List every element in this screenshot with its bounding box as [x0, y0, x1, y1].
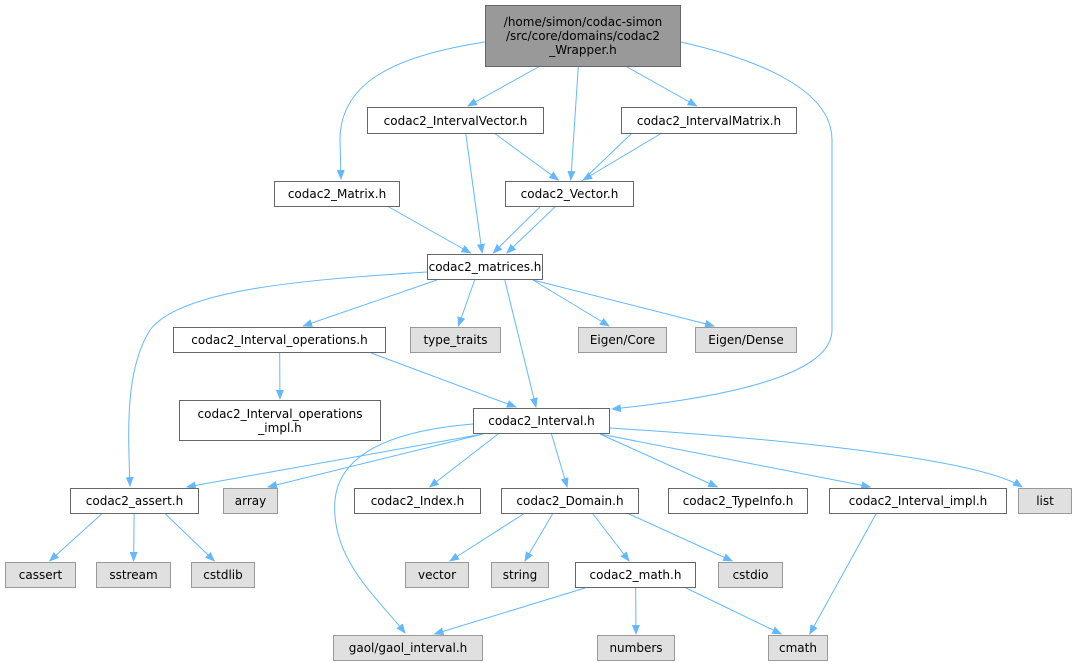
edge-interval-to-index	[428, 433, 499, 488]
node-type_traits: type_traits	[410, 327, 501, 353]
edge-domain-to-string	[524, 513, 553, 562]
node-label: codac2_IntervalMatrix.h	[636, 113, 782, 128]
node-label: codac2_Interval_operations _impl.h	[197, 406, 363, 435]
node-string: string	[491, 562, 549, 588]
edge-interval-to-array	[267, 433, 484, 489]
node-opsimpl[interactable]: codac2_Interval_operations _impl.h	[179, 400, 381, 441]
node-label: type_traits	[423, 333, 488, 347]
edge-matrices-to-ops	[302, 279, 438, 327]
node-label: cstdlib	[203, 568, 243, 582]
node-ivec[interactable]: codac2_IntervalVector.h	[367, 107, 544, 134]
node-domain[interactable]: codac2_Domain.h	[501, 488, 639, 514]
edge-math-to-cmath	[685, 587, 783, 635]
edge-domain-to-cstdio	[628, 513, 734, 562]
node-label: sstream	[109, 568, 158, 582]
node-mat[interactable]: codac2_Matrix.h	[274, 181, 400, 207]
edge-mat-to-matrices	[388, 206, 472, 254]
node-label: Eigen/Core	[589, 333, 656, 347]
edge-domain-to-vector	[449, 513, 524, 562]
node-label: codac2_Vector.h	[520, 187, 619, 201]
node-label: array	[234, 494, 267, 508]
node-interval[interactable]: codac2_Interval.h	[473, 408, 610, 434]
node-root[interactable]: /home/simon/codac-simon /src/core/domain…	[485, 5, 681, 67]
edge-assert-to-sstream	[129, 513, 138, 562]
node-label: codac2_Domain.h	[516, 494, 624, 508]
node-sstream: sstream	[96, 562, 171, 588]
edge-ivimpl-to-cmath	[809, 513, 877, 635]
edge-matrices-to-eigendense	[532, 279, 716, 328]
node-label: Eigen/Dense	[708, 333, 784, 347]
node-label: codac2_Matrix.h	[287, 187, 387, 201]
edge-root-to-mat	[336, 41, 486, 180]
edge-math-to-gaol	[433, 587, 586, 636]
edge-ivec-to-matrices	[465, 133, 485, 254]
node-typeinfo[interactable]: codac2_TypeInfo.h	[668, 488, 808, 514]
node-label: codac2_Index.h	[370, 494, 465, 508]
node-ivimpl[interactable]: codac2_Interval_impl.h	[829, 488, 1007, 514]
node-label: vector	[417, 568, 457, 582]
node-eigencore: Eigen/Core	[578, 327, 667, 353]
node-label: codac2_IntervalVector.h	[383, 113, 528, 128]
node-label: codac2_Interval_operations.h	[191, 333, 368, 347]
edge-interval-to-typeinfo	[599, 433, 719, 488]
node-label: numbers	[609, 641, 663, 655]
edge-root-to-imat	[626, 66, 698, 107]
edge-interval-to-ivimpl	[599, 433, 872, 490]
node-label: codac2_TypeInfo.h	[682, 494, 794, 508]
node-label: cstdio	[732, 568, 769, 582]
node-numbers: numbers	[597, 635, 675, 661]
edge-matrices-to-type_traits	[457, 279, 476, 327]
node-assert[interactable]: codac2_assert.h	[70, 488, 199, 514]
node-cstdlib: cstdlib	[191, 562, 255, 588]
node-list: list	[1018, 488, 1072, 514]
node-vector: vector	[405, 562, 469, 588]
edge-imat-to-vec	[582, 133, 661, 181]
node-label: codac2_assert.h	[85, 494, 184, 508]
node-vec[interactable]: codac2_Vector.h	[505, 181, 634, 207]
edge-assert-to-cstdlib	[165, 513, 216, 562]
node-eigendense: Eigen/Dense	[695, 327, 797, 353]
node-label: codac2_matrices.h	[428, 260, 542, 274]
edge-matrices-to-eigencore	[532, 279, 610, 327]
node-imat[interactable]: codac2_IntervalMatrix.h	[621, 107, 797, 134]
edge-ops-to-interval	[371, 352, 517, 408]
node-index[interactable]: codac2_Index.h	[354, 488, 481, 514]
node-label: gaol/gaol_interval.h	[348, 641, 468, 655]
node-ops[interactable]: codac2_Interval_operations.h	[173, 327, 386, 353]
edge-interval-to-assert	[185, 433, 484, 490]
node-label: cmath	[779, 641, 817, 655]
edge-matrices-to-assert	[125, 271, 428, 487]
edge-root-to-interval	[611, 41, 833, 413]
node-label: string	[502, 568, 538, 582]
edge-root-to-ivec	[467, 66, 539, 107]
node-gaol: gaol/gaol_interval.h	[333, 635, 483, 661]
node-label: codac2_Interval.h	[488, 414, 595, 428]
edge-ivec-to-vec	[495, 133, 560, 181]
node-array: array	[223, 488, 278, 514]
edge-matrices-to-interval	[504, 279, 538, 408]
node-label: codac2_math.h	[589, 568, 682, 582]
node-cmath: cmath	[768, 635, 828, 661]
node-cassert: cassert	[5, 562, 76, 588]
edge-interval-to-domain	[550, 433, 569, 488]
edge-root-to-vec	[567, 66, 579, 181]
node-label: /home/simon/codac-simon /src/core/domain…	[503, 15, 663, 57]
edge-domain-to-math	[592, 513, 630, 562]
node-cstdio: cstdio	[718, 562, 783, 588]
node-label: cassert	[18, 568, 63, 582]
node-math[interactable]: codac2_math.h	[575, 562, 696, 588]
edge-interval-to-gaol	[334, 423, 474, 634]
edge-assert-to-cassert	[48, 513, 102, 562]
edge-vec-to-matrices	[492, 206, 541, 254]
node-label: list	[1036, 494, 1054, 508]
edge-interval-to-list	[609, 427, 1023, 488]
node-matrices[interactable]: codac2_matrices.h	[427, 254, 543, 280]
node-label: codac2_Interval_impl.h	[848, 494, 988, 508]
